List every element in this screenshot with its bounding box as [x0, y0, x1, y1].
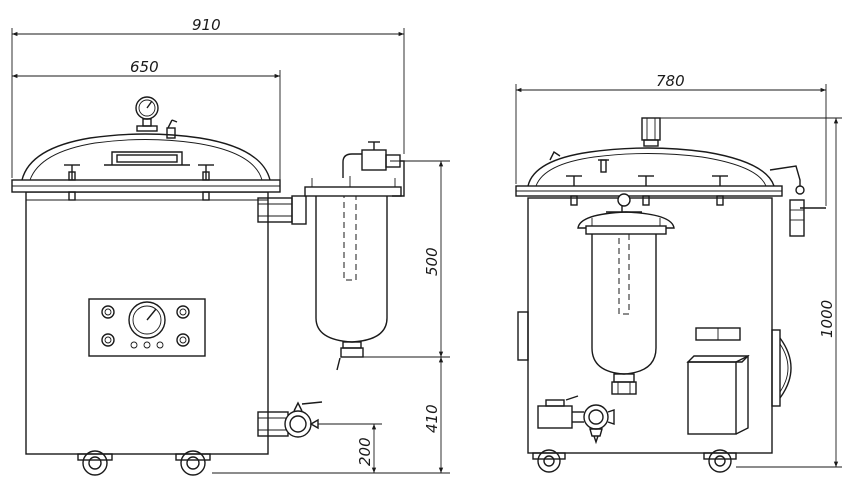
dim-500: 500 [423, 247, 441, 276]
front-dome-lid [21, 133, 271, 181]
side-pump-valve [537, 395, 615, 445]
dim-1000: 1000 [818, 300, 836, 338]
front-lid-clamp-left [64, 164, 80, 201]
dim-910: 910 [192, 16, 221, 34]
lid-safety-valve [166, 119, 178, 139]
side-round-cover [771, 329, 792, 407]
panel-gauge [128, 301, 166, 339]
front-wheel-right [175, 450, 211, 476]
control-panel [88, 298, 206, 357]
front-view: 910 650 500 410 200 [11, 16, 450, 476]
dim-410: 410 [423, 404, 441, 433]
side-dome-lid [527, 147, 775, 187]
lid-pressure-gauge [135, 96, 159, 132]
drain-valve [257, 401, 323, 438]
side-motor-box [686, 354, 750, 435]
side-top-gauge [641, 117, 661, 147]
side-wheel-left [532, 449, 566, 473]
dim-200: 200 [356, 437, 374, 466]
front-connecting-pipe [257, 195, 307, 225]
front-lid-clamp-right [198, 164, 214, 201]
front-lid-handle [111, 151, 183, 165]
side-filter-canister [577, 193, 675, 395]
front-wheel-left [77, 450, 113, 476]
dim-650: 650 [130, 58, 159, 76]
side-view: 780 1000 [515, 72, 842, 473]
side-wheel-right [703, 449, 737, 473]
side-clamps [566, 175, 728, 206]
front-tank-body [25, 191, 269, 455]
dim-780: 780 [656, 72, 685, 90]
front-filter-canister [304, 141, 405, 371]
